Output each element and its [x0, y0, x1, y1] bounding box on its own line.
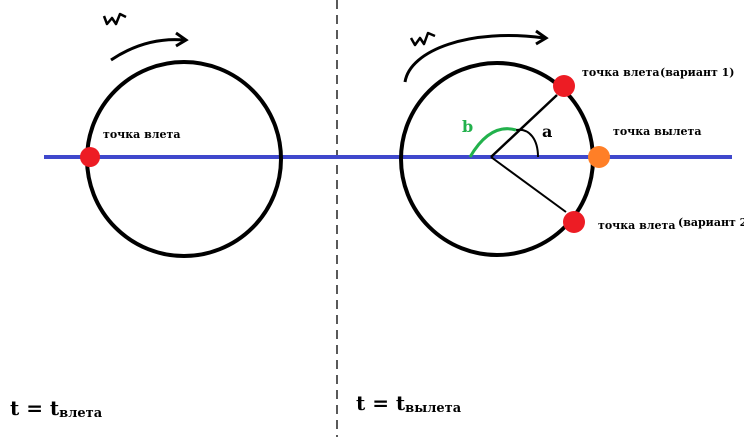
left-time-subscript: влета — [59, 406, 103, 421]
left-rotation-arrow — [110, 38, 185, 62]
angle-b-label: b — [462, 117, 473, 136]
variant-1-label: (вариант 1) — [660, 66, 735, 79]
radius-variant-1 — [490, 94, 558, 158]
angle-a-arc — [515, 128, 539, 158]
right-entry-point-variant-2 — [563, 211, 585, 233]
left-panel: w точка влета t = tвлета — [10, 12, 283, 421]
angle-b-arc — [468, 127, 517, 158]
variant-2-label: (вариант 2) — [678, 216, 744, 229]
left-entry-label: точка влета — [103, 128, 180, 141]
right-rotation-arrow-head — [535, 29, 549, 46]
right-time-subscript: вылета — [405, 401, 462, 416]
right-omega-squiggle-icon — [409, 31, 436, 47]
right-entry-label-1: точка влета — [582, 66, 659, 79]
radius-variant-2 — [490, 156, 567, 213]
right-entry-label-2: точка влета — [598, 219, 675, 232]
right-panel: w a b точка влета (вариант 1) точка выле… — [356, 29, 744, 416]
right-time-label: t = tвылета — [356, 391, 462, 416]
left-omega-squiggle-icon — [102, 12, 127, 26]
left-time-label: t = tвлета — [10, 396, 103, 421]
right-entry-point-variant-1 — [553, 75, 575, 97]
right-rotation-arrow — [403, 34, 545, 83]
left-rotation-arrow-head — [175, 31, 189, 48]
angle-a-label: a — [542, 122, 552, 141]
right-exit-label: точка вылета — [613, 125, 701, 138]
left-entry-point — [80, 147, 100, 167]
right-exit-point — [588, 146, 610, 168]
